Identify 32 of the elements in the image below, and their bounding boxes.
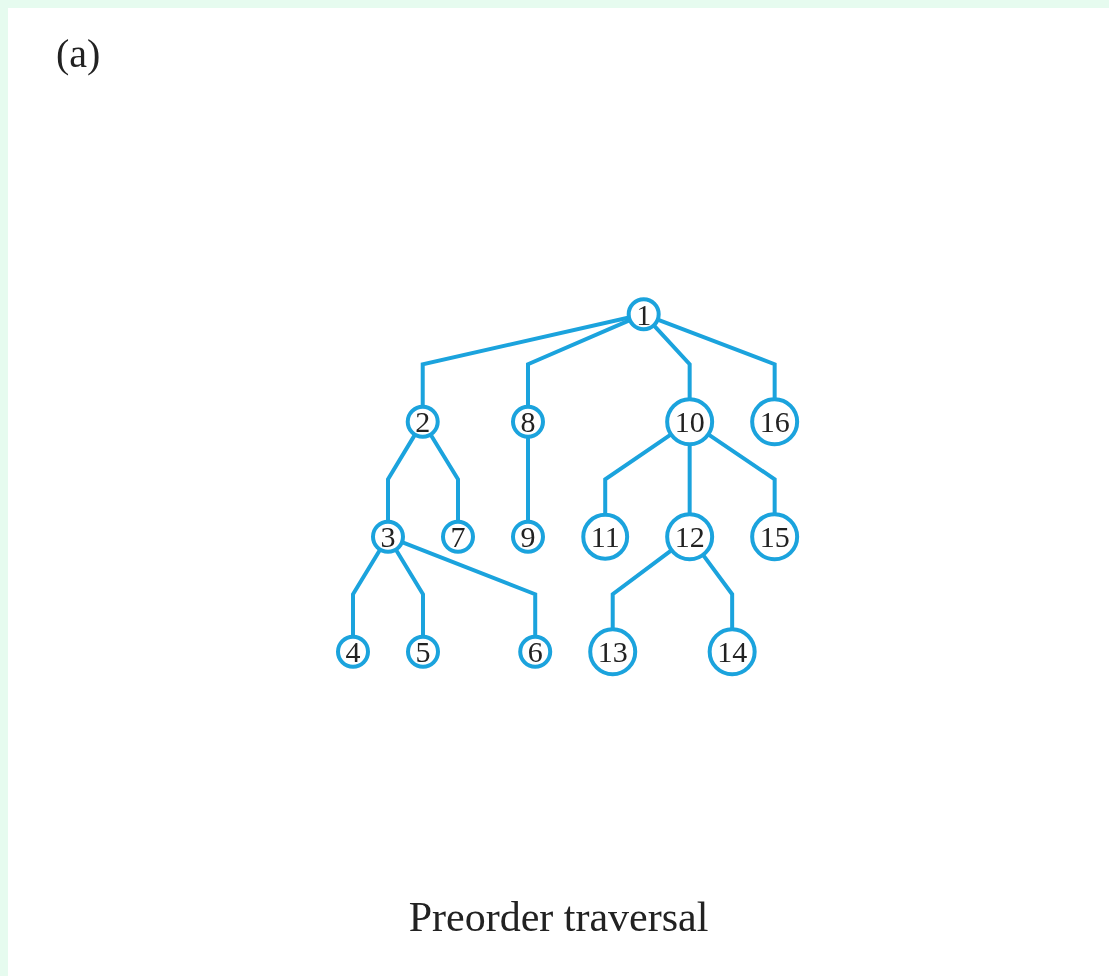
node-circle: 10 (665, 397, 715, 447)
connector (421, 315, 630, 407)
connector (603, 432, 673, 515)
connector (401, 540, 538, 637)
connector (394, 548, 426, 637)
connector (386, 433, 418, 522)
connector (611, 548, 674, 630)
node-circle: 7 (441, 519, 476, 554)
connector (707, 432, 778, 515)
node-circle: 4 (336, 634, 371, 669)
node-circle: 2 (406, 404, 441, 439)
node-circle: 13 (588, 627, 638, 677)
node-circle: 9 (511, 519, 546, 554)
node-circle: 14 (708, 627, 758, 677)
node-circle: 1 (627, 297, 662, 332)
connector (701, 553, 735, 630)
connector (429, 433, 461, 522)
node-circle: 3 (371, 519, 406, 554)
connector (351, 548, 383, 637)
caption: Preorder traversal (408, 893, 709, 941)
node-circle: 6 (518, 634, 553, 669)
connector (657, 317, 778, 400)
panel-label: (a) (56, 31, 101, 76)
node-circle: 11 (581, 512, 630, 561)
node-circle: 15 (750, 512, 800, 562)
connector (688, 444, 693, 515)
node-circle: 12 (665, 512, 715, 562)
node-circle: 8 (511, 404, 546, 439)
connector (526, 436, 531, 522)
node-circle: 16 (750, 397, 800, 447)
connector (652, 323, 693, 400)
node-circle: 5 (406, 634, 441, 669)
